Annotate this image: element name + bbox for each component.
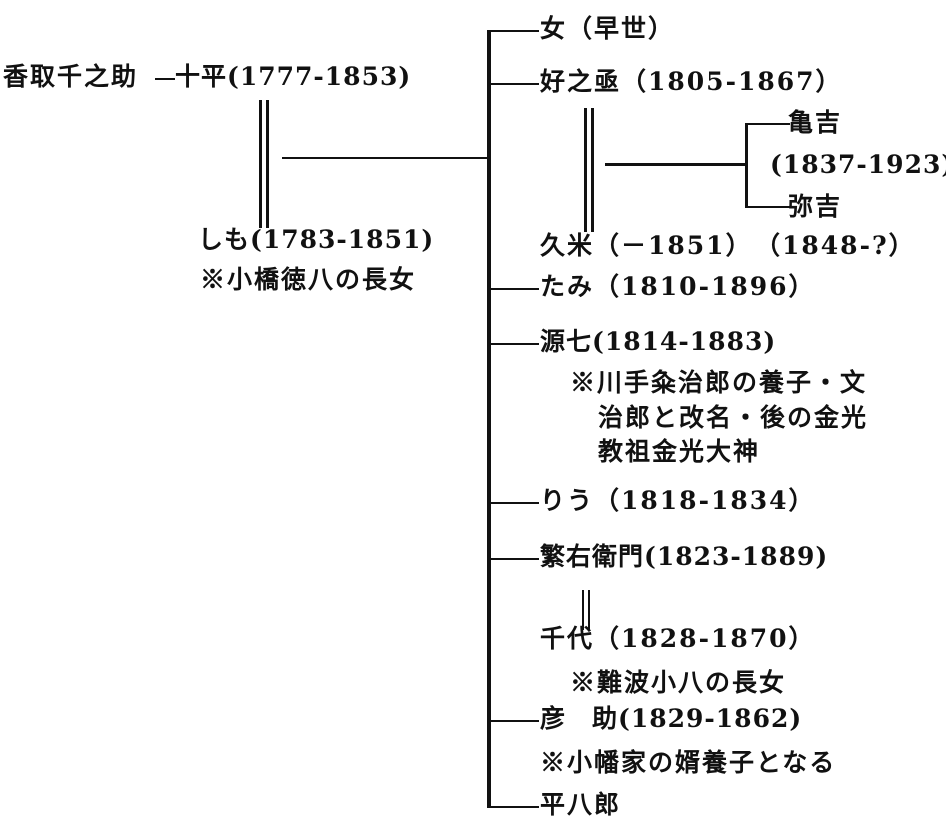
tick-c8 [489, 806, 539, 808]
grandchild-1-years: (1837-1923) [770, 150, 946, 179]
child-6-spouse: 千代（1828-1870） [540, 624, 816, 653]
child-6: 繁右衛門(1823-1889) [540, 542, 829, 571]
mother-note: ※小橋徳八の長女 [200, 265, 417, 294]
child-8: 平八郎 [540, 790, 622, 819]
child-2-offspring-years: （1848-?） [755, 231, 916, 260]
tick-c2 [489, 83, 539, 85]
child-7: 彦 助(1829-1862) [540, 704, 803, 733]
tick-c6 [489, 558, 539, 560]
child-4-note-3: 教祖金光大神 [598, 437, 761, 466]
tick-c4 [489, 343, 539, 345]
c2-marriage-line-right [591, 108, 594, 232]
marriage-line-right [266, 100, 269, 228]
grandchild-1-tick [745, 123, 790, 125]
c2-to-grandchildren-line [605, 163, 747, 166]
marriage-to-trunk-line [282, 157, 489, 159]
child-3: たみ（1810-1896） [540, 272, 816, 301]
child-6-spouse-note: ※難波小八の長女 [570, 668, 787, 697]
child-5: りう（1818-1834） [540, 486, 816, 515]
tick-c7 [489, 720, 539, 722]
c6-marriage-line-right [588, 590, 590, 630]
father-label: 十平(1777-1853) [175, 62, 412, 91]
father-line-label: 香取千之助 [3, 62, 139, 91]
child-1: 女（早世） [540, 14, 676, 43]
marriage-line-left [259, 100, 262, 228]
child-2-spouse: 久米（－1851） [540, 231, 753, 260]
c2-marriage-line-left [584, 108, 587, 232]
tick-c3 [489, 288, 539, 290]
tick-c1 [489, 30, 539, 32]
c6-marriage-line-left [582, 590, 584, 630]
child-4-note-2: 治郎と改名・後の金光 [598, 403, 869, 432]
grandchild-1: 亀吉 [788, 108, 843, 137]
grandchildren-bracket-vertical [745, 123, 748, 208]
tick-c5 [489, 502, 539, 504]
child-4: 源七(1814-1883) [540, 327, 777, 356]
child-7-note: ※小幡家の婿養子となる [540, 748, 837, 777]
mother-label: しも(1783-1851) [198, 225, 435, 254]
father-connector-line [155, 78, 175, 80]
children-trunk-line [487, 30, 491, 808]
child-2: 好之亟（1805-1867） [540, 67, 843, 96]
grandchild-2: 弥吉 [788, 192, 843, 221]
child-4-note-1: ※川手粂治郎の養子・文 [570, 368, 868, 397]
grandchild-2-tick [745, 206, 790, 208]
